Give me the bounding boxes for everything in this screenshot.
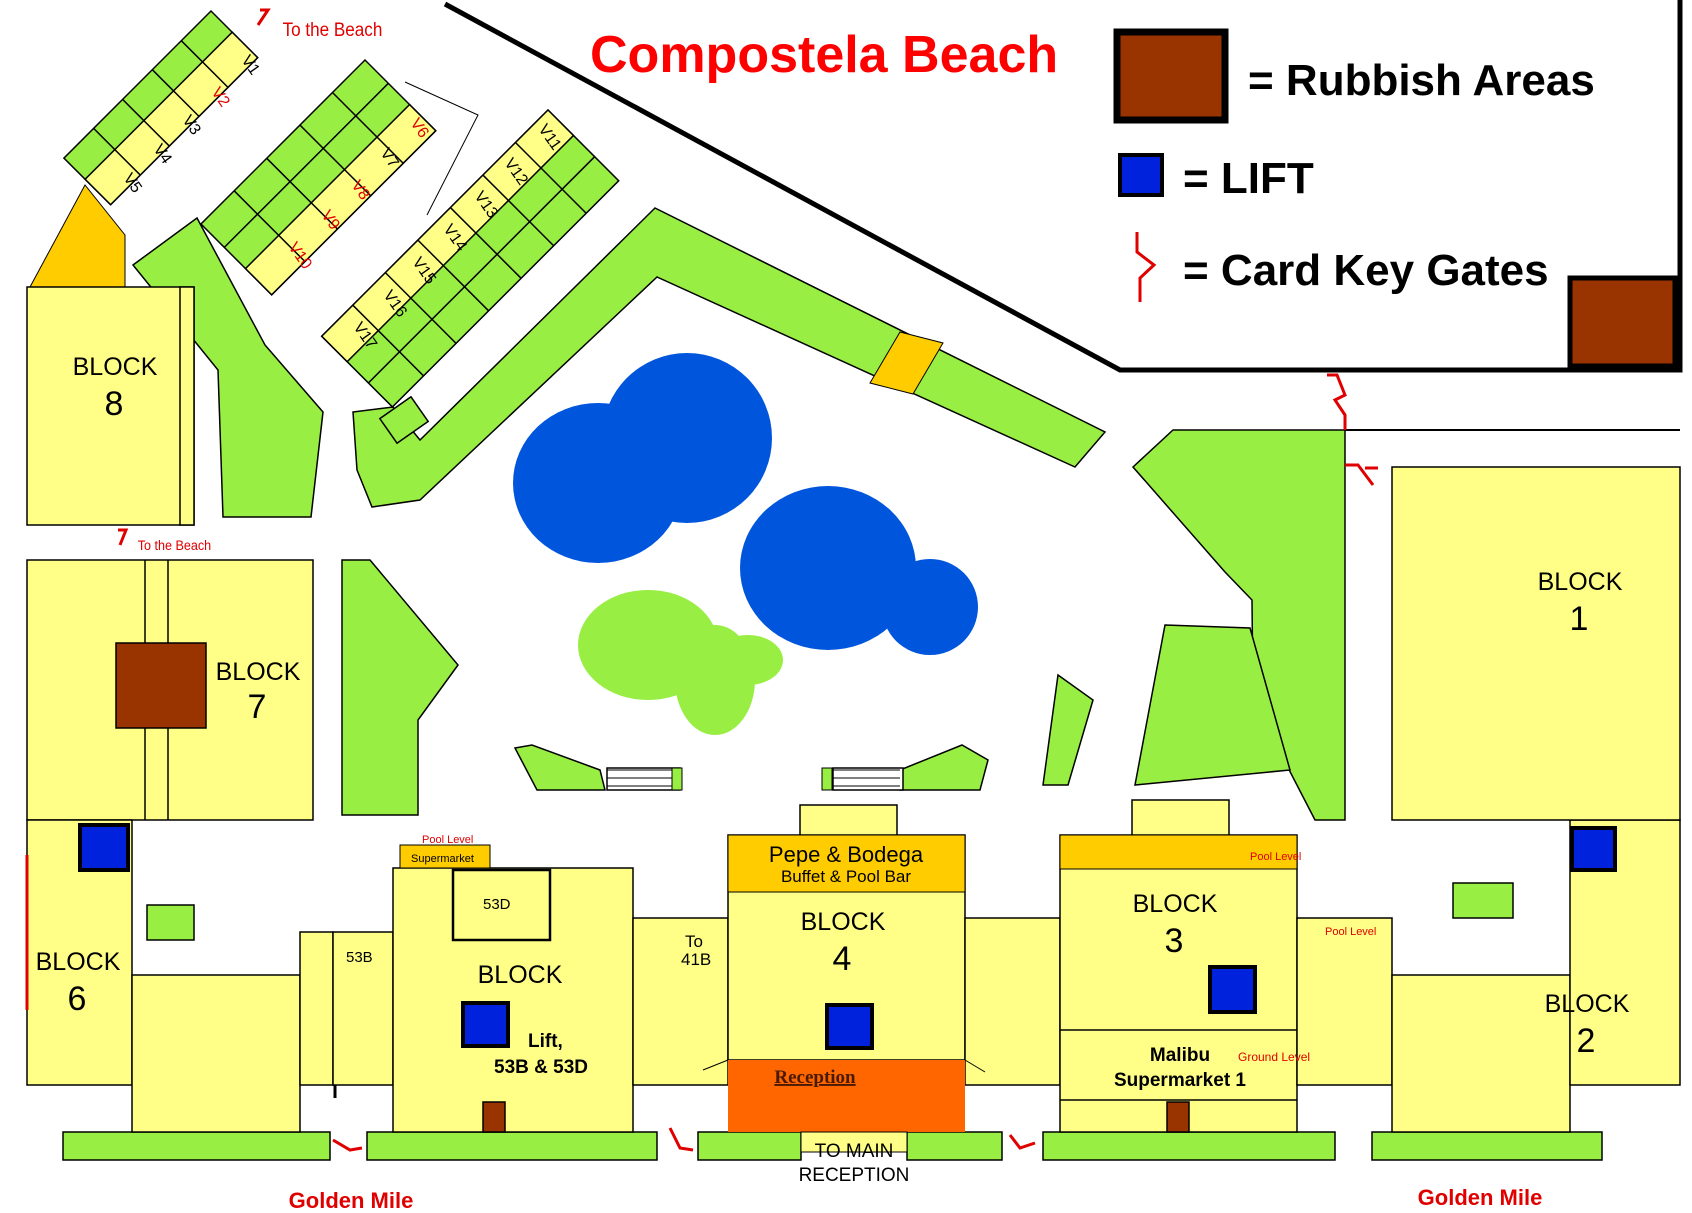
ground-level-label: Ground Level [1238,1050,1310,1064]
block-labels: BLOCK 8 BLOCK 7 BLOCK 6 BLOCK BLOCK 4 BL… [36,353,1630,1060]
swimming-pool [513,353,978,655]
legend-gates-label: = Card Key Gates [1183,246,1549,295]
to-beach-label-side: To the Beach [138,537,211,553]
block-1-number: 1 [1570,600,1589,638]
block-2-word: BLOCK [1545,990,1630,1018]
main-reception-label: RECEPTION [799,1165,910,1186]
block-8-building [26,286,195,526]
pepe-bodega-label: Pepe & Bodega [769,842,924,867]
block-2-building [1391,974,1571,1133]
supermarket-1-label: Supermarket 1 [1114,1070,1246,1091]
reception-area [728,1060,965,1132]
lift-icon [1570,826,1617,872]
supermarket-label: Supermarket [411,853,474,865]
site-boundary [443,0,1683,431]
rubbish-areas [115,642,1190,1133]
golden-mile-label-right: Golden Mile [1418,1185,1543,1210]
to-main-label: TO MAIN [815,1141,894,1162]
to-41b-label-2: 41B [681,950,711,969]
block-4-number: 4 [833,940,852,978]
unit-53b-label: 53B [346,949,373,966]
card-key-gates [25,8,1378,1152]
block-7-number: 7 [248,688,267,726]
buildings [26,286,1681,1133]
pool-level-label-b3: Pool Level [1250,851,1301,863]
block-7-word: BLOCK [216,658,301,686]
lift-icons [78,823,1617,1050]
to-beach-label-top: To the Beach [283,19,383,40]
reception-label: Reception [774,1067,856,1088]
block-5-word: BLOCK [478,961,563,989]
lift-icon [825,1003,874,1050]
block-2-number: 2 [1577,1022,1596,1060]
block-6-word: BLOCK [36,948,121,976]
block-1-word: BLOCK [1538,568,1623,596]
pool-level-label-side: Pool Level [1325,926,1376,938]
lift-icon [461,1001,510,1048]
block-4-word: BLOCK [801,908,886,936]
legend-lift-label: = LIFT [1183,154,1314,203]
unit-53d-label: 53D [483,896,511,913]
rubbish-area-legend-corner [1567,275,1678,369]
block-8-number: 8 [105,385,124,423]
to-41b-label-1: To [685,932,703,951]
pool-steps [607,767,900,791]
buffet-pool-bar-label: Buffet & Pool Bar [781,867,911,886]
rubbish-legend-swatch [1113,28,1229,124]
block-3-word: BLOCK [1133,890,1218,918]
map-title: Compostela Beach [590,26,1058,84]
block-1-building [1391,466,1681,821]
block-6-number: 6 [68,980,87,1018]
green-areas [62,207,1603,1161]
pool-level-label: Pool Level [422,834,473,846]
legend: = Rubbish Areas = LIFT = Card Key Gates [1113,28,1595,302]
malibu-label: Malibu [1150,1045,1210,1066]
lawn-blob [578,590,783,735]
lift-icon [1208,965,1257,1014]
lift-53-label-1: Lift, [528,1031,563,1052]
lift-legend-swatch [1118,153,1164,197]
map-labels: To the Beach To the Beach Pool Level Sup… [138,19,1543,1213]
villa-rows [62,9,620,445]
lift-53-label-2: 53B & 53D [494,1057,588,1078]
golden-mile-label-left: Golden Mile [289,1188,414,1213]
block-3-number: 3 [1165,922,1184,960]
block-8-word: BLOCK [73,353,158,381]
gate-legend-symbol [1135,232,1157,302]
legend-rubbish-label: = Rubbish Areas [1248,56,1595,105]
block-5-building [392,867,634,1133]
lift-icon [78,823,130,872]
pool-level-strips [399,834,1298,893]
